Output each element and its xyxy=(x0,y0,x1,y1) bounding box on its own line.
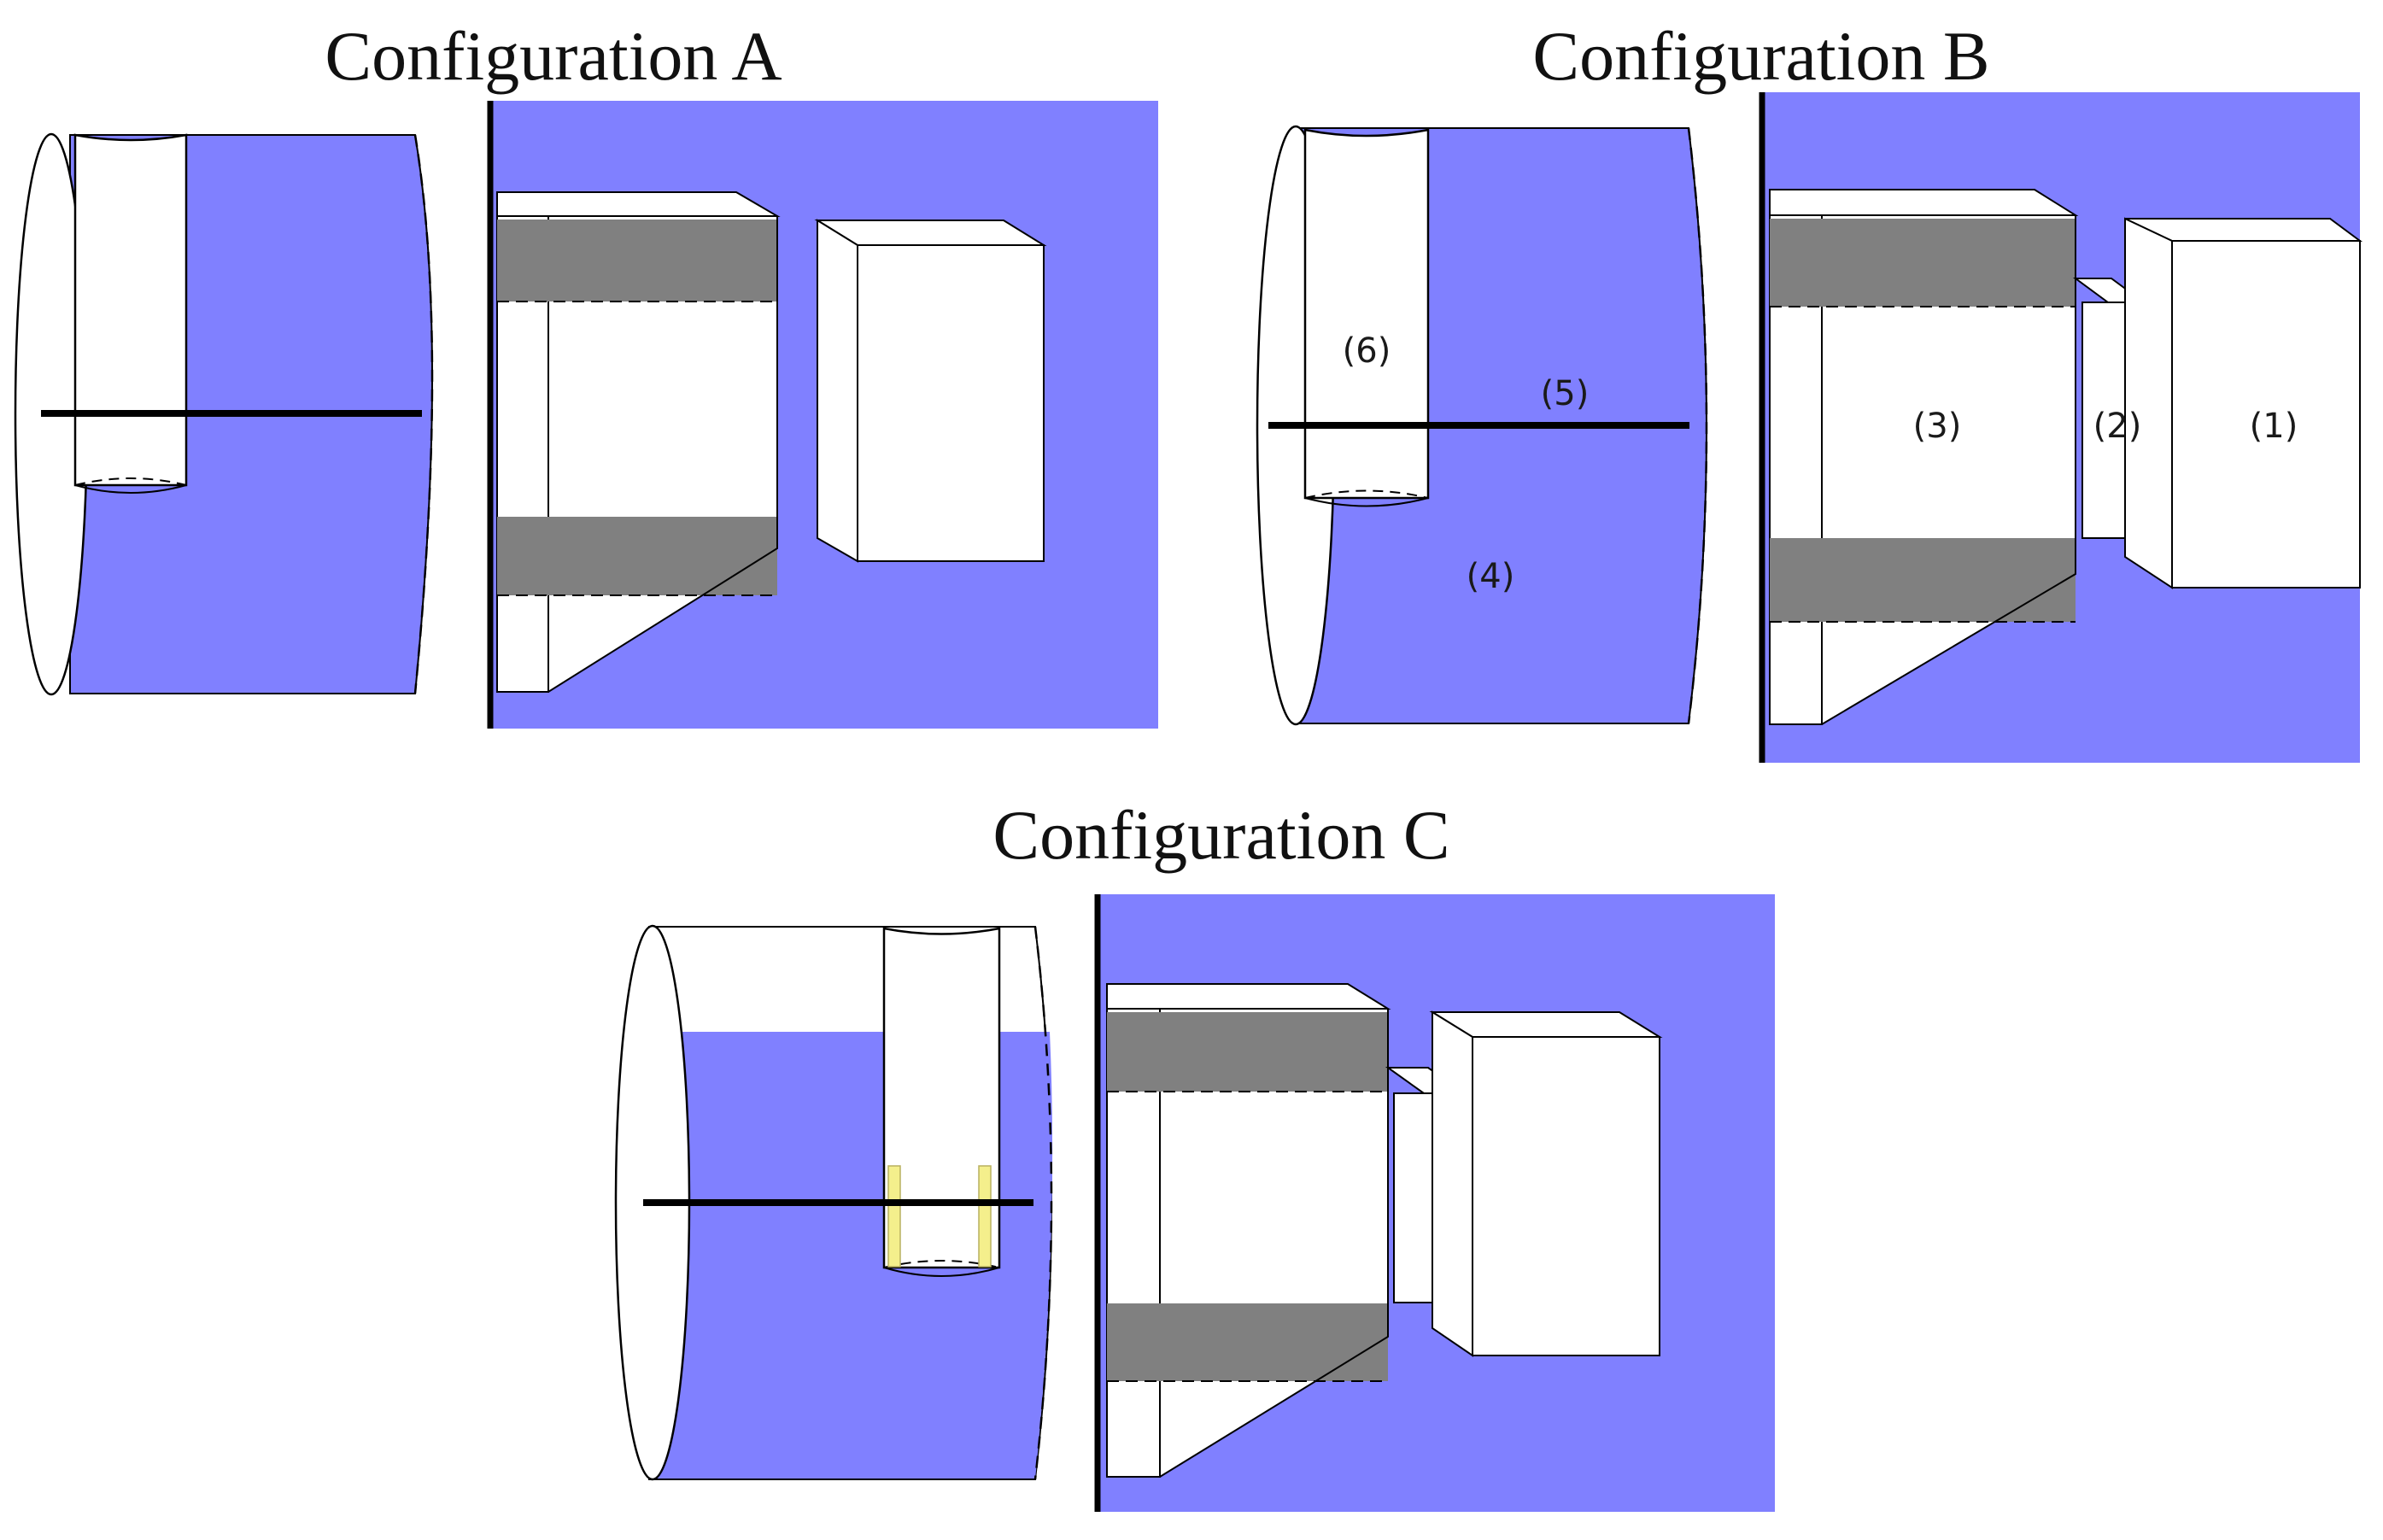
cylinder-b-far-rim xyxy=(1687,127,1708,724)
configuration-c-title: Configuration C xyxy=(992,796,1449,874)
lens-c-upper-band xyxy=(1107,1012,1388,1092)
box-b-front xyxy=(2171,240,2361,588)
lens-b-upper-band xyxy=(1770,219,2076,307)
detector-panel-b xyxy=(1759,92,2363,763)
lens-a-lower-band xyxy=(497,517,777,595)
lens-c-lower-band xyxy=(1107,1303,1388,1381)
callout-3: (3) xyxy=(1913,407,1962,446)
sample-tube-b-bottom-back xyxy=(1304,489,1429,499)
lens-c-top xyxy=(1106,983,1391,1010)
callout-4: (4) xyxy=(1467,557,1515,596)
sample-tube-a xyxy=(73,133,188,487)
callout-6: (6) xyxy=(1343,331,1391,371)
box-b-side xyxy=(2124,217,2173,589)
callout-labels-b: (1) (2) (3) (4) (5) (6) xyxy=(1343,331,2298,596)
cylinder-c xyxy=(614,924,1053,1481)
configuration-c: Configuration C xyxy=(614,796,1775,1512)
lens-a-outline xyxy=(497,216,778,693)
box-c-front xyxy=(1472,1036,1660,1356)
cylinder-c-far-rim xyxy=(1033,926,1053,1480)
sample-tube-a-bottom-back xyxy=(74,477,187,486)
box-c-side xyxy=(1432,1010,1473,1357)
lens-a-top xyxy=(496,191,781,217)
callout-5: (5) xyxy=(1541,374,1590,413)
lens-c-outline xyxy=(1107,1009,1389,1478)
lens-a-upper-band xyxy=(497,220,777,302)
detector-panel-c xyxy=(1094,894,1775,1512)
lens-b-outline xyxy=(1770,215,2076,725)
lens-b-top xyxy=(1769,189,2079,216)
sample-tube-b-bottom xyxy=(1304,497,1429,507)
callout-2: (2) xyxy=(2093,407,2142,446)
cylinder-b xyxy=(1256,125,1708,726)
configuration-b: Configuration B xyxy=(1256,17,2363,763)
callout-1: (1) xyxy=(2250,407,2298,446)
sample-tube-a-bottom xyxy=(74,484,187,494)
configuration-a-title: Configuration A xyxy=(325,17,782,95)
configuration-b-title: Configuration B xyxy=(1532,17,1989,95)
sample-tube-c-bottom xyxy=(883,1267,1000,1277)
detector-panel-a xyxy=(487,101,1158,729)
configuration-a: Configuration A xyxy=(14,17,1158,729)
box-a-side xyxy=(817,219,858,563)
sample-strip-left xyxy=(887,1165,901,1268)
box-a-front xyxy=(857,244,1045,562)
sample-tube-b xyxy=(1303,128,1430,500)
sample-strip-right xyxy=(978,1165,992,1268)
cylinder-a xyxy=(14,132,434,696)
cylinder-a-far-rim xyxy=(413,134,434,694)
sample-tube-c xyxy=(882,927,1001,1269)
lens-b-lower-band xyxy=(1770,538,2076,622)
